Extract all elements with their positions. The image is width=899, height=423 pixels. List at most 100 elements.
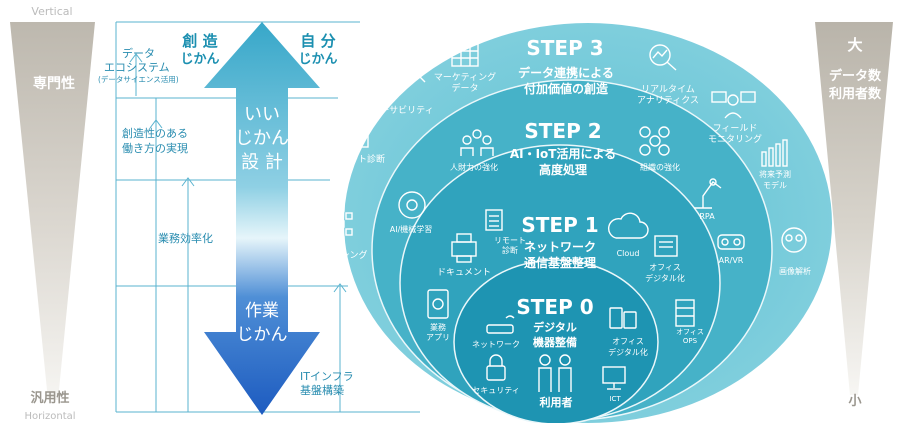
vr-goggles-icon [717, 234, 745, 250]
image-analysis-label: 画像解析 [779, 266, 811, 276]
network-icon [486, 315, 515, 334]
sensing-label: センシング [322, 249, 367, 261]
arrow-good-1: いい [244, 104, 280, 125]
forecast-model-icon [761, 139, 788, 167]
lock-icon [486, 354, 506, 381]
step2-label: STEP 2 [524, 119, 601, 143]
horizontal-label: Horizontal [24, 411, 75, 422]
step1-title-1: ネットワーク [524, 240, 596, 254]
remote-diag2-label-2: 診断 [502, 245, 518, 255]
data-eco-label-3: (データサイエンス活用) [98, 74, 179, 84]
creative-label-2: 働き方の実現 [122, 141, 188, 155]
step3-label: STEP 3 [526, 36, 603, 60]
human-label: 人財力の強化 [450, 162, 498, 172]
realtime-label-2: アナリティクス [637, 95, 699, 106]
specialty-label: 専門性 [33, 75, 75, 92]
forecast-label-1: 将来予測 [759, 169, 791, 179]
small-label: 小 [848, 394, 861, 409]
arrow-create-2: じかん [180, 52, 219, 67]
right-scale: 大 データ数 利用者数 小 [815, 22, 893, 409]
realtime-analytics-icon [649, 44, 677, 71]
efficiency-label: 業務効率化 [158, 231, 213, 245]
field-label-2: モニタリング [708, 133, 762, 145]
sensing-icon [337, 204, 353, 244]
traceability-label: トレーサビリティ [362, 105, 433, 116]
computer-icon [602, 366, 626, 390]
office-digital-icon [654, 235, 678, 257]
step3-title-2: 付加価値の創造 [524, 81, 609, 96]
marketing-label-2: データ [451, 82, 478, 94]
office-digital-label-2: デジタル化 [645, 273, 685, 283]
printer-icon [451, 233, 477, 263]
document-label: ドキュメント [437, 268, 491, 278]
cloud-label: Cloud [617, 249, 640, 258]
arvr-label: AR/VR [719, 256, 744, 265]
creative-label-1: 創造性のある [122, 126, 188, 140]
robot-arm-icon [694, 178, 722, 209]
remote-diag2-label-1: リモート [494, 236, 526, 245]
ladder-labels: データ エコシステム (データサイエンス活用) 創造性のある 働き方の実現 業務… [98, 46, 354, 397]
step2-title-1: AI・IoT活用による [510, 146, 616, 161]
arrow-work-2: じかん [237, 325, 288, 345]
forecast-label-2: モデル [763, 180, 787, 190]
step1-title-2: 通信基盤整理 [524, 255, 596, 270]
step0-label: STEP 0 [516, 295, 593, 319]
remote-diag-label: リモート診断 [331, 153, 385, 165]
tablet-icon [609, 307, 637, 329]
ladder [115, 21, 420, 413]
marketing-data-icon [451, 43, 479, 67]
general-label: 汎用性 [30, 390, 69, 406]
cloud-icon [607, 212, 649, 239]
magnifier-people-icon [403, 60, 426, 83]
office-digital0-label-1: オフィス [612, 337, 644, 346]
data-eco-label-1: データ [122, 46, 155, 60]
user-count-label: 利用者数 [829, 86, 882, 102]
arrow-good-2: じかん [235, 128, 289, 149]
organization-icon [639, 126, 670, 156]
double-arrow: 創 造 じかん 自 分 じかん いい じかん 設 計 作業 じかん [180, 22, 338, 415]
biz-app-label-1: 業務 [430, 322, 446, 332]
arrow-good-3: 設 計 [241, 152, 283, 173]
step1-label: STEP 1 [521, 213, 598, 237]
users-icon [538, 354, 572, 392]
users-label: 利用者 [540, 395, 573, 409]
business-app-icon [427, 289, 449, 319]
arrow-self-1: 自 分 [300, 32, 335, 50]
arrow-self-2: じかん [298, 52, 337, 67]
step-titles: STEP 3 データ連携による 付加価値の創造 STEP 2 AI・IoT活用に… [510, 36, 616, 349]
step3-title-1: データ連携による [518, 65, 614, 80]
right-funnel [815, 22, 893, 395]
office-digital0-label-2: デジタル化 [608, 347, 648, 357]
realtime-label-1: リアルタイム [641, 84, 695, 95]
biz-app-label-2: アプリ [426, 333, 450, 342]
org-label: 組織の強化 [640, 162, 680, 172]
marketing-label-1: マーケティング [434, 71, 496, 83]
step0-title-2: 機器整備 [533, 335, 577, 349]
arrow-create-1: 創 造 [181, 32, 217, 50]
office-ops-label-1: オフィス [676, 328, 704, 336]
arrow-work-1: 作業 [245, 301, 279, 321]
ai-brain-icon [398, 191, 426, 219]
network-label: ネットワーク [472, 340, 520, 349]
large-label: 大 [847, 36, 862, 54]
step-ellipses [344, 23, 832, 423]
vertical-label: Vertical [31, 5, 72, 18]
data-eco-label-2: エコシステム [104, 61, 170, 74]
copier-icon [675, 299, 695, 327]
remote-diagnosis-icon [347, 126, 369, 148]
step0-ellipse [453, 259, 659, 423]
step0-title-1: デジタル [533, 320, 577, 334]
data-count-label: データ数 [829, 68, 882, 84]
infra-label-2: 基盤構築 [300, 383, 344, 397]
field-monitoring-icon [711, 91, 756, 119]
ict-label: ICT [609, 395, 621, 403]
field-label-1: フィールド [713, 124, 758, 134]
left-scale: Vertical 専門性 汎用性 Horizontal [10, 5, 95, 422]
remote-diagnosis-small-icon [485, 209, 503, 231]
left-funnel [10, 22, 95, 400]
image-analysis-icon [781, 227, 807, 253]
office-ops-label-2: OPS [683, 337, 698, 345]
human-power-icon [460, 129, 494, 156]
ai-ml-label: AI/機械学習 [390, 224, 433, 234]
